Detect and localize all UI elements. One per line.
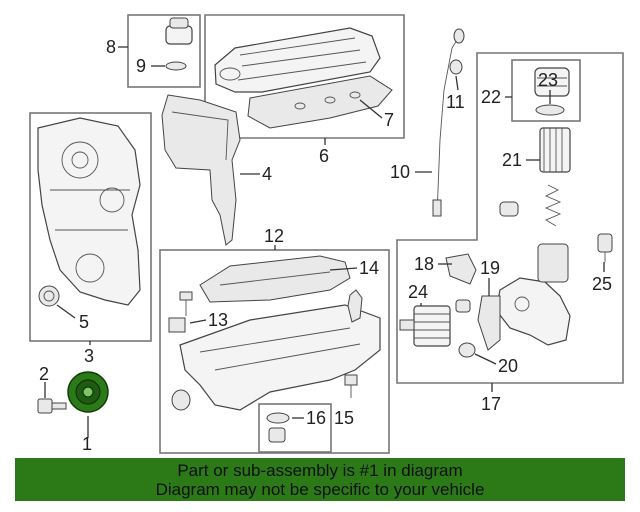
box-group-15 <box>258 403 332 453</box>
filter-cap-part[interactable] <box>534 67 570 97</box>
leader-5 <box>56 304 76 319</box>
callout-16: 16 <box>306 408 326 428</box>
callout-25: 25 <box>592 274 612 294</box>
callout-18: 18 <box>414 254 434 274</box>
box-group-8 <box>127 14 201 88</box>
front-seal-part[interactable] <box>38 285 60 307</box>
oil-pressure-sensor-part[interactable] <box>597 233 613 262</box>
valve-cover-part[interactable] <box>214 27 381 93</box>
oil-filler-cap-part[interactable] <box>165 17 193 45</box>
adapter-fitting-part[interactable] <box>455 299 471 313</box>
housing-gasket-part[interactable] <box>477 295 501 351</box>
dipstick-part[interactable] <box>432 28 465 217</box>
oil-pan-part[interactable] <box>171 304 381 411</box>
callout-3: 3 <box>84 346 94 366</box>
callout-10: 10 <box>390 162 410 182</box>
oil-filter-housing-part[interactable] <box>495 243 571 346</box>
callout-2: 2 <box>39 364 49 384</box>
valve-cover-gasket-part[interactable] <box>247 75 393 129</box>
callout-7: 7 <box>384 110 394 130</box>
cap-seal-part[interactable] <box>165 61 187 71</box>
callout-12: 12 <box>264 226 284 246</box>
oil-cooler-part[interactable] <box>399 305 451 347</box>
leader-11 <box>455 75 459 91</box>
callout-11: 11 <box>446 92 465 112</box>
filter-spring-part[interactable] <box>499 184 562 227</box>
callout-8: 8 <box>106 37 116 57</box>
drain-plug-part[interactable] <box>344 374 358 398</box>
cooler-seal-part[interactable] <box>445 253 477 285</box>
leader-20 <box>474 353 497 365</box>
leader-13 <box>189 319 207 324</box>
callout-24: 24 <box>408 282 428 302</box>
leader-7 <box>359 99 383 119</box>
box-group-6 <box>204 14 405 139</box>
timing-cover-part[interactable] <box>37 117 141 306</box>
dipstick-seal-part[interactable] <box>449 59 463 75</box>
banner-line-1: Part or sub-assembly is #1 in diagram <box>177 461 463 480</box>
oil-pan-baffle-part[interactable] <box>199 255 351 303</box>
callout-6: 6 <box>319 146 329 166</box>
box-group-17 <box>396 52 624 384</box>
callout-15: 15 <box>334 408 354 428</box>
callout-4: 4 <box>262 164 272 184</box>
oil-filter-part[interactable] <box>539 127 571 173</box>
callout-20: 20 <box>498 356 518 376</box>
callout-21: 21 <box>502 150 522 170</box>
callout-5: 5 <box>79 312 89 332</box>
callout-22: 22 <box>481 87 501 107</box>
box-group-22 <box>511 59 581 122</box>
housing-seal-part[interactable] <box>458 342 476 358</box>
oil-pump-pickup-part[interactable] <box>347 289 363 323</box>
leader-14 <box>329 267 358 271</box>
callout-19: 19 <box>480 258 500 278</box>
info-banner: Part or sub-assembly is #1 in diagram Di… <box>15 458 625 501</box>
balancer-bolt-part[interactable] <box>37 398 67 414</box>
oil-pan-bolt-part[interactable] <box>179 291 193 316</box>
crankshaft-balancer-part[interactable] <box>67 371 109 413</box>
callout-14: 14 <box>359 258 379 278</box>
drain-plug-15-part[interactable] <box>268 427 286 443</box>
callout-9: 9 <box>136 56 146 76</box>
filter-cap-seal-part[interactable] <box>535 104 565 116</box>
callout-13: 13 <box>208 310 228 330</box>
callout-23: 23 <box>538 70 558 90</box>
callout-17: 17 <box>481 394 501 414</box>
callout-1: 1 <box>82 434 92 454</box>
baffle-bracket-part[interactable] <box>168 317 186 333</box>
timing-cover-gasket-part[interactable] <box>161 94 241 246</box>
drain-plug-seal-part[interactable] <box>266 412 290 424</box>
banner-line-2: Diagram may not be specific to your vehi… <box>155 480 485 499</box>
